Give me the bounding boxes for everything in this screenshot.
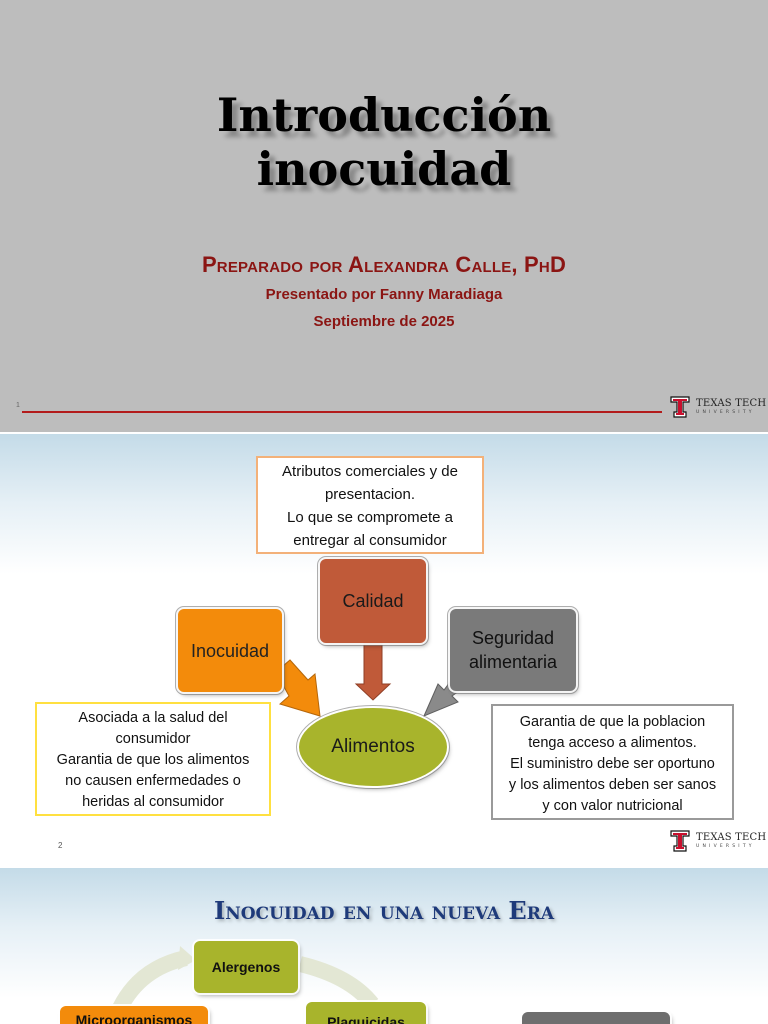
inocuidad-desc-line-4: no causen enfermedades o — [65, 773, 241, 789]
plaguicidas-node: Plaguicidas — [306, 1002, 426, 1024]
seguridad-desc-line-2: tenga acceso a alimentos. — [528, 735, 697, 751]
inocuidad-description-box: Asociada a la salud del consumidor Garan… — [35, 702, 271, 816]
seguridad-line-2: alimentaria — [468, 652, 558, 672]
cycle-arc-right — [298, 956, 379, 1010]
title-line-2: inocuidad — [256, 142, 512, 196]
new-era-slide: Inocuidad en una nueva Era Alergenos Mic… — [0, 868, 768, 1024]
double-t-logo-icon — [670, 830, 690, 852]
logo-subtitle: UNIVERSITY — [696, 409, 755, 415]
cycle-arrows — [112, 946, 379, 1012]
slide-number: 2 — [58, 841, 63, 850]
inocuidad-desc-line-1: Asociada a la salud del — [78, 710, 228, 726]
seguridad-line-1: Seguridad — [471, 628, 555, 648]
unlabeled-node — [522, 1012, 670, 1024]
seguridad-description-box: Garantia de que la poblacion tenga acces… — [491, 704, 734, 820]
calidad-arrow — [354, 642, 392, 701]
inocuidad-desc-line-3: Garantia de que los alimentos — [56, 752, 250, 768]
attributes-line-1: Atributos comerciales y de — [282, 463, 458, 480]
attributes-line-3: Lo que se compromete a — [287, 509, 453, 526]
presentation-date: Septiembre de 2025 — [313, 313, 455, 330]
alimentos-node: Alimentos — [299, 708, 447, 786]
logo-name: TEXAS TECH — [696, 397, 767, 409]
cycle-arc-left — [112, 950, 188, 1012]
seguridad-desc-line-5: y con valor nutricional — [542, 798, 683, 814]
attributes-line-4: entregar al consumidor — [293, 532, 447, 549]
microorganismos-node: Microorganismos — [60, 1006, 208, 1024]
attributes-box: Atributos comerciales y de presentacion.… — [256, 456, 484, 554]
texas-tech-logo: TEXAS TECH UNIVERSITY — [670, 830, 766, 852]
slide-title: Inocuidad en una nueva Era — [213, 896, 555, 925]
alergenos-node: Alergenos — [194, 941, 298, 993]
attributes-line-2: presentacion. — [324, 486, 416, 503]
inocuidad-arrow — [275, 659, 321, 717]
logo-subtitle: UNIVERSITY — [696, 843, 755, 849]
seguridad-desc-line-3: El suministro debe ser oportuno — [510, 756, 715, 772]
presented-by: Presentado por Fanny Maradiaga — [265, 286, 503, 303]
concepts-slide: Atributos comerciales y de presentacion.… — [0, 434, 768, 866]
inocuidad-node: Inocuidad — [178, 609, 282, 692]
title-line-1: Introducción — [216, 88, 552, 142]
seguridad-desc-line-4: y los alimentos deben ser sanos — [508, 777, 717, 793]
double-t-logo-icon — [670, 396, 690, 418]
cycle-arrowhead-icon — [178, 946, 196, 970]
seguridad-node: Seguridad alimentaria — [450, 609, 576, 691]
inocuidad-desc-line-2: consumidor — [115, 731, 191, 747]
prepared-by: Preparado por Alexandra Calle, PhD — [201, 252, 567, 277]
seguridad-desc-line-1: Garantia de que la poblacion — [519, 714, 706, 730]
slide-title: Introducción inocuidad — [0, 88, 768, 196]
texas-tech-logo: TEXAS TECH UNIVERSITY — [670, 396, 766, 418]
logo-name: TEXAS TECH — [696, 831, 767, 843]
inocuidad-desc-line-5: heridas al consumidor — [82, 794, 224, 810]
footer-divider — [22, 411, 662, 413]
slide-number: 1 — [16, 402, 20, 409]
calidad-node: Calidad — [320, 559, 426, 643]
title-slide: Introducción inocuidad Preparado por Ale… — [0, 0, 768, 432]
